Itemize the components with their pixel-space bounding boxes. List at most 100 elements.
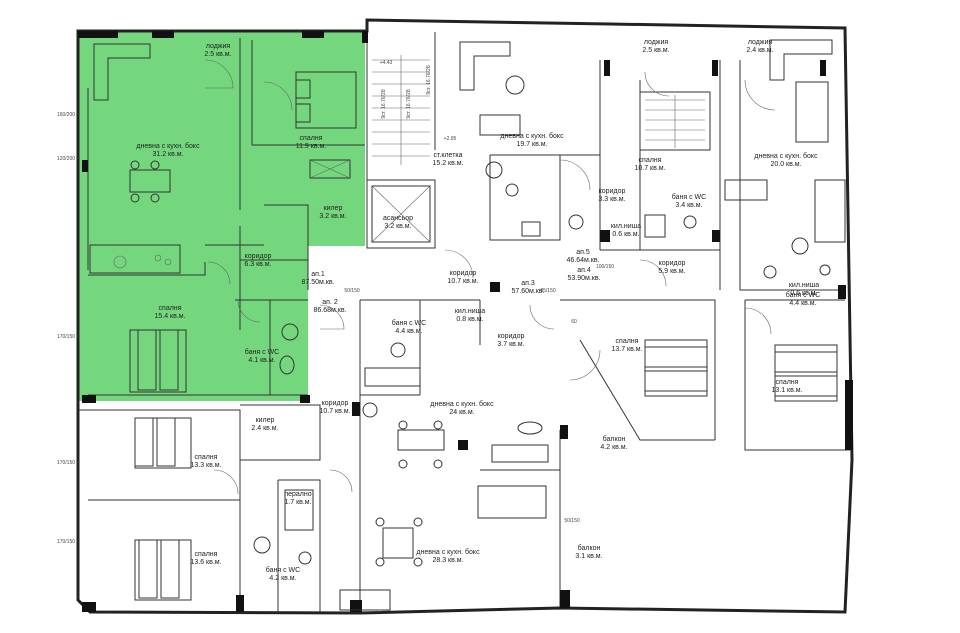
stair-note: 9ст. 16.76/28 <box>381 89 387 118</box>
room-name: кил.ниша <box>789 282 819 289</box>
room-area: 0.6 кв.м. <box>790 290 817 297</box>
apartment-labels: ап.187.50м.кв. ап. 286.68м.кв. ап.357.60м.… <box>301 249 600 314</box>
room-name: спалня <box>776 379 799 386</box>
room-area: 3.4 кв.м. <box>675 202 702 209</box>
room-area: 10.7 кв.м. <box>447 278 478 285</box>
room-area: 4.2 кв.м. <box>600 444 627 451</box>
elevation-mark: +2.95 <box>444 136 457 142</box>
apartment-area: 46.64м.кв. <box>566 257 599 264</box>
room-area: 3.3 кв.м. <box>598 196 625 203</box>
room-name: спалня <box>195 551 218 558</box>
apartment-name: ап.3 <box>521 280 535 287</box>
room-area: 28.3 кв.м. <box>432 557 463 564</box>
room-name: дневна с кухн. бокс <box>500 132 564 140</box>
room-name: дневна с кухн. бокс <box>430 400 494 408</box>
room-area: 3.2 кв.м. <box>319 213 346 220</box>
room-area: 24 кв.м. <box>449 409 474 416</box>
room-area: 13.6 кв.м. <box>190 559 221 566</box>
room-name: коридор <box>322 400 349 407</box>
dimension-note: 100/150 <box>596 264 614 270</box>
room-name: баня с WC <box>672 193 706 201</box>
room-name: коридор <box>245 253 272 260</box>
apartment-area: 53.90м.кв. <box>567 275 600 282</box>
stair-note: 9ст. 16.76/28 <box>426 65 432 94</box>
room-name: кил.ниша <box>455 308 485 315</box>
room-area: 0.8 кв.м. <box>456 316 483 323</box>
apartment-name: ап.5 <box>576 249 590 256</box>
room-name: спалня <box>616 338 639 345</box>
dimension-note: 85/150 <box>540 288 556 294</box>
room-area: 13.3 кв.м. <box>190 462 221 469</box>
room-area: 13.1 кв.м. <box>771 387 802 394</box>
room-name: кил.ниша <box>611 223 641 230</box>
room-name: лоджия <box>748 39 773 46</box>
interior-walls <box>78 32 850 613</box>
elevation-mark: +4.43 <box>380 60 393 66</box>
room-area: 3.7 кв.м. <box>497 341 524 348</box>
room-area: 19.7 кв.м. <box>516 141 547 148</box>
room-area: 31.2 кв.м. <box>152 151 183 158</box>
room-name: балкон <box>603 435 626 443</box>
apartment-name: ап.1 <box>311 271 325 278</box>
room-name: балкон <box>578 544 601 552</box>
room-name: коридор <box>450 270 477 277</box>
dimension-note: 120/200 <box>57 156 75 162</box>
doors <box>204 59 776 495</box>
room-area: 11.9 кв.м. <box>296 143 327 150</box>
room-name: баня с WC <box>786 291 820 299</box>
room-name: спалня <box>300 135 323 142</box>
apartment-area: 86.68м.кв. <box>313 307 346 314</box>
room-area: 5.9 кв.м. <box>658 268 685 275</box>
room-area: 0.6 кв.м. <box>612 231 639 238</box>
room-name: ст.клетка <box>433 152 462 159</box>
room-name: килер <box>324 205 343 212</box>
room-area: 15.4 кв.м. <box>154 313 185 320</box>
room-name: дневна с кухн. бокс <box>416 548 480 556</box>
room-area: 2.5 кв.м. <box>642 47 669 54</box>
dimension-note: 160/200 <box>57 112 75 118</box>
dimension-note: 170/150 <box>57 460 75 466</box>
room-area: 4.4 кв.м. <box>789 300 816 307</box>
room-name: баня с WC <box>245 348 279 356</box>
room-name: баня с WC <box>392 319 426 327</box>
room-name: дневна с кухн. бокс <box>136 142 200 150</box>
room-name: асансьор <box>383 215 413 222</box>
room-name: дневна с кухн. бокс <box>754 152 818 160</box>
room-area: 10.7 кв.м. <box>634 165 665 172</box>
room-area: 13.7 кв.м. <box>611 346 642 353</box>
room-area: 6.3 кв.м. <box>244 261 271 268</box>
room-area: 4.4 кв.м. <box>395 328 422 335</box>
apartment-name: ап. 2 <box>322 299 338 306</box>
room-name: лоджия <box>644 39 669 46</box>
room-name: коридор <box>498 333 525 340</box>
dimension-note: 50/150 <box>344 288 360 294</box>
stair-note: 9ст. 16.76/28 <box>406 89 412 118</box>
room-area: 2.4 кв.м. <box>746 47 773 54</box>
room-name: коридор <box>599 188 626 195</box>
apartment-area: 87.50м.кв. <box>301 279 334 286</box>
room-area: 1.7 кв.м. <box>284 499 311 506</box>
room-area: 3.2 кв.м. <box>384 223 411 230</box>
room-area: 20.0 кв.м. <box>770 161 801 168</box>
room-area: 2.5 кв.м. <box>204 51 231 58</box>
room-name: спалня <box>159 305 182 312</box>
room-area: 15.2 кв.м. <box>432 160 463 167</box>
room-name: перално <box>284 491 311 498</box>
dimension-note: 170/150 <box>57 334 75 340</box>
room-name: коридор <box>659 260 686 267</box>
apartment-area: 57.60м.кв. <box>511 288 544 295</box>
dimension-note: 50/150 <box>564 518 580 524</box>
room-name: спалня <box>195 454 218 461</box>
room-area: 2.4 кв.м. <box>251 425 278 432</box>
room-area: 10.7 кв.м. <box>319 408 350 415</box>
apartment-name: ап.4 <box>577 267 591 274</box>
room-name: килер <box>256 417 275 424</box>
room-area: 3.1 кв.м. <box>575 553 602 560</box>
room-area: 4.1 кв.м. <box>248 357 275 364</box>
dimension-note: 170/150 <box>57 539 75 545</box>
room-name: баня с WC <box>266 566 300 574</box>
furniture <box>89 39 846 611</box>
room-name: лоджия <box>206 43 231 50</box>
